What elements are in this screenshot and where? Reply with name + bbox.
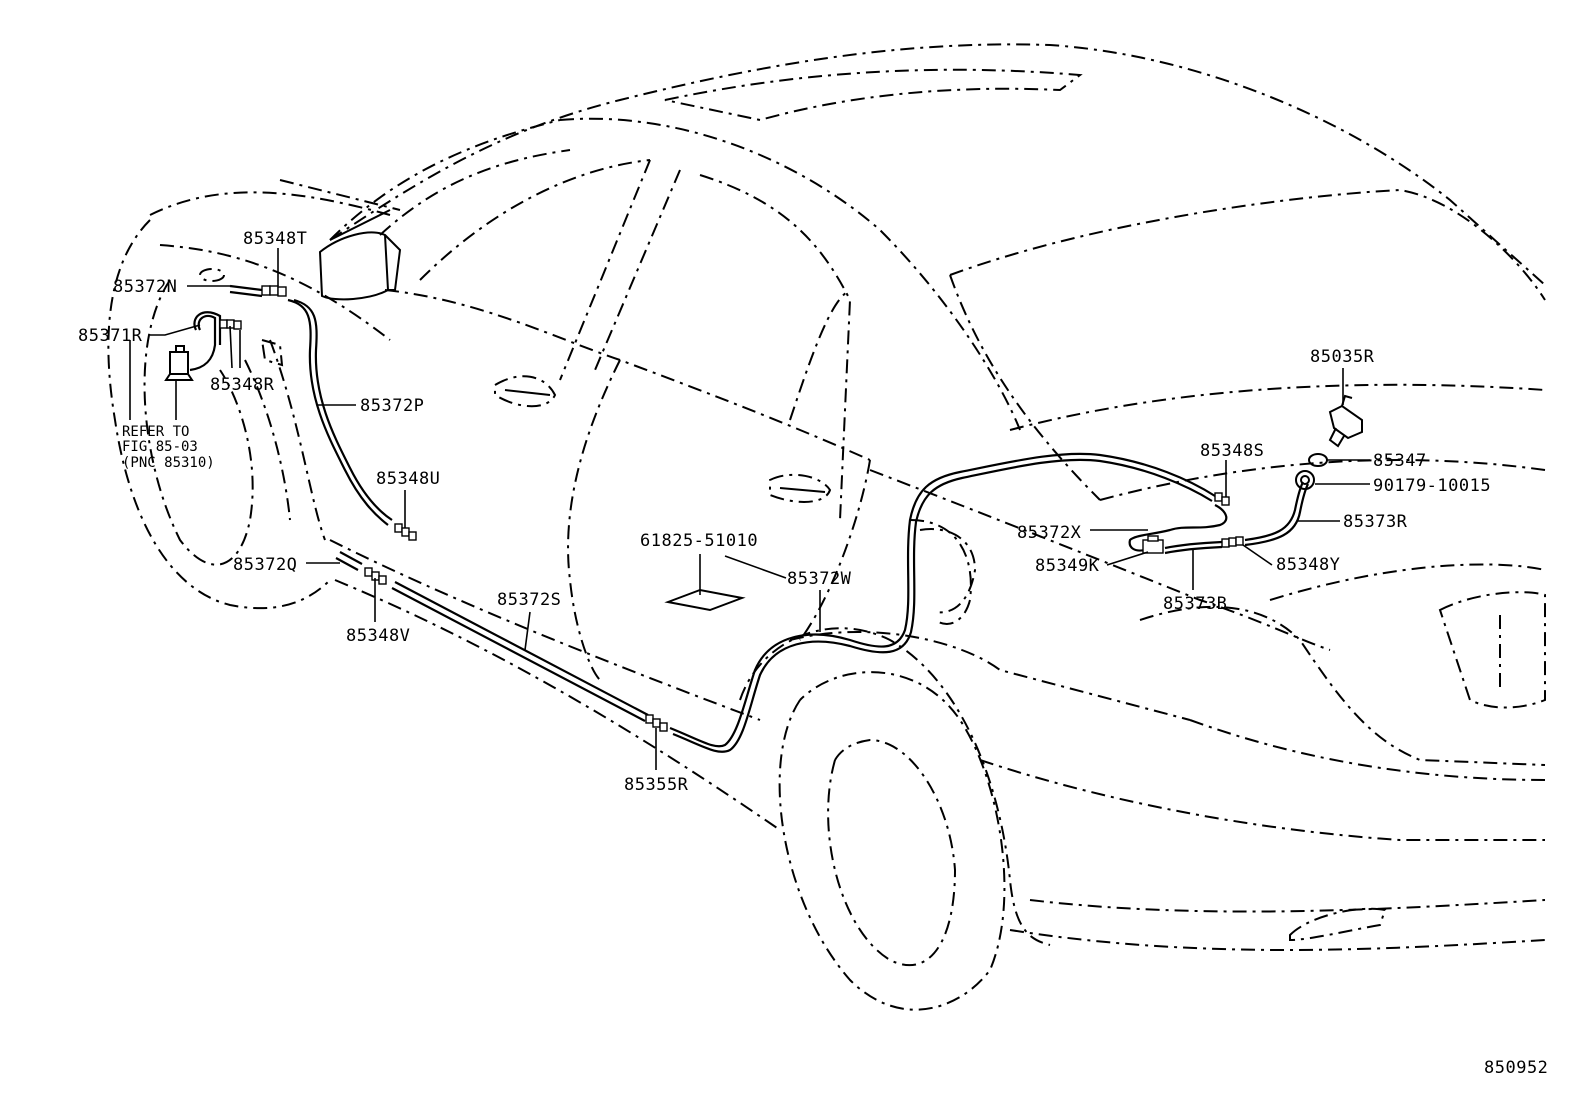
label-85372Q: 85372Q — [233, 555, 297, 575]
label-61825-51010: 61825-51010 — [640, 531, 758, 551]
washer-pump — [164, 345, 194, 381]
label-85348V: 85348V — [346, 626, 410, 646]
label-85373R: 85373R — [1343, 512, 1408, 532]
label-85372X: 85372X — [1017, 523, 1082, 543]
note-pnc: (PNC 85310) — [122, 455, 215, 471]
washer-nozzle-assembly — [1295, 394, 1363, 490]
label-85373B: 85373B — [1163, 594, 1227, 614]
label-85372N: 85372N — [113, 277, 177, 297]
label-85348S: 85348S — [1200, 441, 1264, 461]
label-85355R: 85355R — [624, 775, 689, 795]
label-85348Y: 85348Y — [1276, 555, 1340, 575]
car-body-outline — [107, 43, 1546, 1011]
label-85348U: 85348U — [376, 469, 440, 489]
label-85372W: 85372W — [787, 569, 852, 589]
label-85349K: 85349K — [1035, 556, 1100, 576]
label-85372P: 85372P — [360, 396, 424, 416]
label-90179-10015: 90179-10015 — [1373, 476, 1491, 496]
label-85347: 85347 — [1373, 451, 1427, 471]
side-mirror — [318, 209, 402, 301]
label-85348R: 85348R — [210, 375, 275, 395]
label-85348T: 85348T — [243, 229, 307, 249]
label-85371R: 85371R — [78, 326, 143, 346]
hose-connectors — [219, 285, 1244, 732]
part-labels: 85348T 85372N 85371R 85348R 85372P 85348… — [78, 229, 1548, 1078]
note-refer-to: REFER TO — [122, 424, 189, 440]
note-fig: FIG 85-03 — [122, 439, 198, 455]
label-85035R: 85035R — [1310, 347, 1375, 367]
figure-id: 850952 — [1484, 1058, 1548, 1078]
label-85372S: 85372S — [497, 590, 561, 610]
leader-lines — [129, 248, 1370, 770]
nameplate-61825 — [664, 588, 746, 612]
